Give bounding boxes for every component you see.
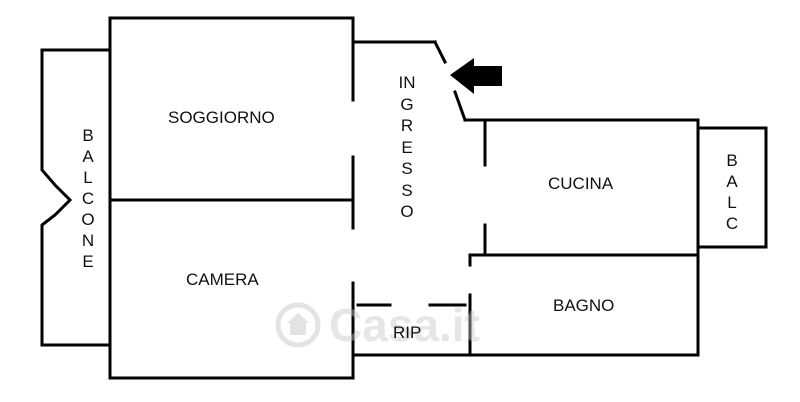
balcone-outline — [40, 48, 112, 347]
room-label-balc: BALC — [725, 151, 739, 233]
room-label-rip: RIP — [393, 323, 422, 342]
room-label-ingresso: INGRESSO — [398, 73, 416, 221]
balc-outline — [696, 126, 768, 249]
watermark-text: Casa.it — [329, 299, 480, 351]
room-label-soggiorno: SOGGIORNO — [168, 108, 275, 127]
arrow-left-icon — [450, 58, 502, 94]
house-logo-icon — [275, 302, 321, 348]
outer-walls — [108, 16, 700, 380]
watermark: Casa.it — [275, 290, 535, 360]
room-label-bagno: BAGNO — [553, 296, 615, 315]
room-label-camera: CAMERA — [186, 270, 259, 289]
room-label-cucina: CUCINA — [548, 174, 614, 193]
room-label-balcone: BALCONE — [81, 126, 95, 271]
entrance-door — [432, 39, 467, 122]
interior-walls — [108, 118, 700, 357]
